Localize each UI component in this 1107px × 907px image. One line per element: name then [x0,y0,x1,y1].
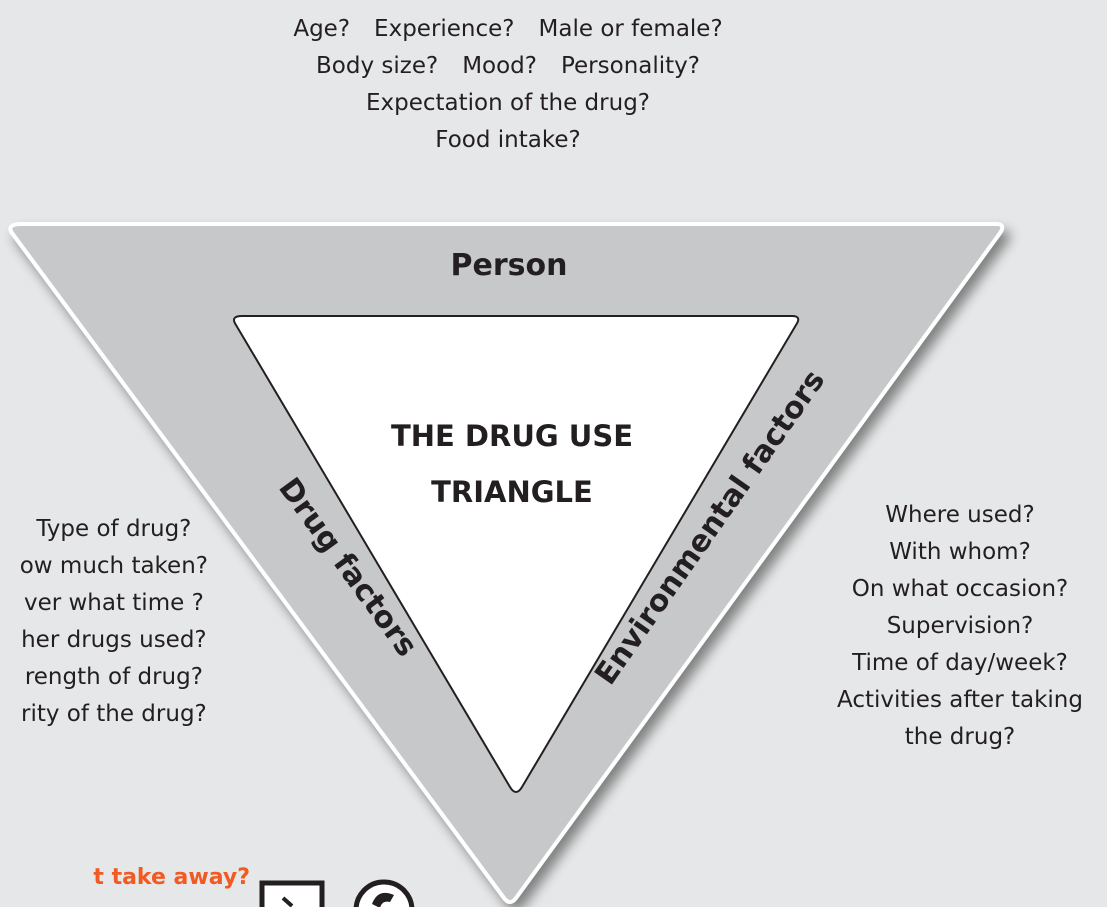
question-experience: Experience? [374,16,515,42]
take-away-prompt: t take away? [93,865,250,890]
person-question-line: Age? Experience? Male or female? [208,11,808,48]
person-questions: Age? Experience? Male or female? Body size… [208,11,808,159]
person-question-line: Body size? Mood? Personality? [208,48,808,85]
drug-question: Type of drug? [36,516,192,542]
environment-question: Time of day/week? [852,650,1068,676]
environment-question: Activities after taking [837,687,1083,713]
drug-question: rity of the drug? [20,701,207,727]
inner-triangle [233,315,800,793]
question-personality: Personality? [560,53,700,79]
phone-icon [353,879,415,907]
question-age: Age? [293,16,351,42]
drug-question: rength of drug? [24,664,203,690]
environment-question: On what occasion? [851,576,1069,602]
question-expectation: Expectation of the drug? [366,90,650,116]
question-body-size: Body size? [316,53,439,79]
diagram-title-line-2: TRIANGLE [431,475,593,509]
side-label-person: Person [451,248,568,283]
environment-question: With whom? [889,539,1031,565]
drug-question: her drugs used? [21,627,207,653]
diagram-title-line-1: THE DRUG USE [391,419,633,453]
environment-questions: Where used? With whom? On what occasion?… [800,497,1107,756]
question-food-intake: Food intake? [435,127,581,153]
drug-questions: Type of drug? ow much taken? ver what ti… [20,511,208,733]
question-gender: Male or female? [538,16,723,42]
environment-question: Where used? [885,502,1035,528]
drug-question: ow much taken? [19,553,208,579]
notepad-icon [259,880,325,907]
drug-question: ver what time ? [23,590,204,616]
environment-question: Supervision? [886,613,1034,639]
question-mood: Mood? [462,53,537,79]
environment-question: the drug? [904,724,1016,750]
